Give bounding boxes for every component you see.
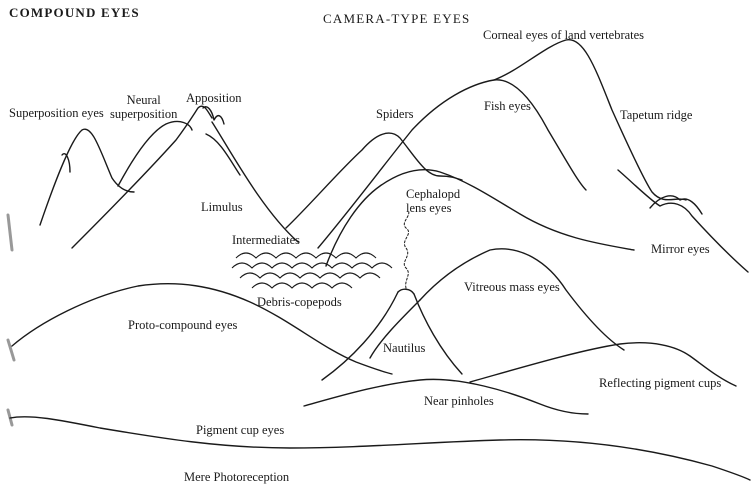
near-pinholes-curve (303, 378, 589, 415)
proto-compound-eyes-label: Proto-compound eyes (128, 318, 238, 332)
debris-copepods-label: Debris-copepods (257, 295, 342, 309)
reflecting-pigment-cups-label: Reflecting pigment cups (599, 376, 722, 390)
vitreous-mass-eyes-label: Vitreous mass eyes (464, 280, 560, 294)
cephalopod-hill (325, 169, 635, 267)
apposition-ridge-right (211, 121, 299, 243)
camera-type-eyes-heading: CAMERA-TYPE EYES (323, 11, 471, 26)
cephalopod-lens-eyes-label: Cephalopd lens eyes (406, 187, 461, 215)
apposition-label: Apposition (186, 91, 242, 105)
neural-superposition-label: Neural superposition (110, 93, 178, 121)
superposition-peak-ridge (39, 128, 135, 226)
edge-smudges (6, 213, 16, 427)
apposition-peak-cap (202, 106, 225, 125)
nautilus-right-slope (413, 293, 463, 375)
fish-eyes-label: Fish eyes (484, 99, 531, 113)
proto-compound-ridge (11, 283, 393, 375)
reflecting-hill (469, 342, 737, 387)
nautilus-label: Nautilus (383, 341, 426, 355)
corneal-ridge (493, 39, 687, 201)
fish-ridge (317, 79, 587, 249)
tapetum-ridge-label: Tapetum ridge (620, 108, 693, 122)
vitreous-hill (419, 248, 625, 351)
vitreous-left-tail (369, 299, 421, 359)
nautilus-crater (397, 288, 415, 295)
pigment-cup-eyes-label: Pigment cup eyes (196, 423, 285, 437)
mere-photoreception-label: Mere Photoreception (184, 470, 290, 484)
corneal-eyes-label: Corneal eyes of land vertebrates (483, 28, 645, 42)
intermediates-label: Intermediates (232, 233, 301, 247)
pigment-cup-ridge (9, 416, 751, 481)
mirror-peak (649, 195, 703, 215)
tapetum-ridge (617, 169, 749, 273)
compound-eyes-heading: COMPOUND EYES (9, 5, 140, 20)
limulus-label: Limulus (201, 200, 243, 214)
spiders-ridge (285, 132, 463, 229)
near-pinholes-label: Near pinholes (424, 394, 494, 408)
debris-copepods-pattern (231, 252, 393, 289)
nautilus-left-slope (321, 291, 399, 381)
superposition-eyes-label: Superposition eyes (9, 106, 104, 120)
nautilus-smoke (403, 209, 410, 289)
neural-superposition-ridge (117, 120, 193, 187)
limulus-valley (205, 133, 241, 176)
superposition-peak-notch (61, 153, 71, 173)
mirror-eyes-label: Mirror eyes (651, 242, 710, 256)
spiders-label: Spiders (376, 107, 414, 121)
